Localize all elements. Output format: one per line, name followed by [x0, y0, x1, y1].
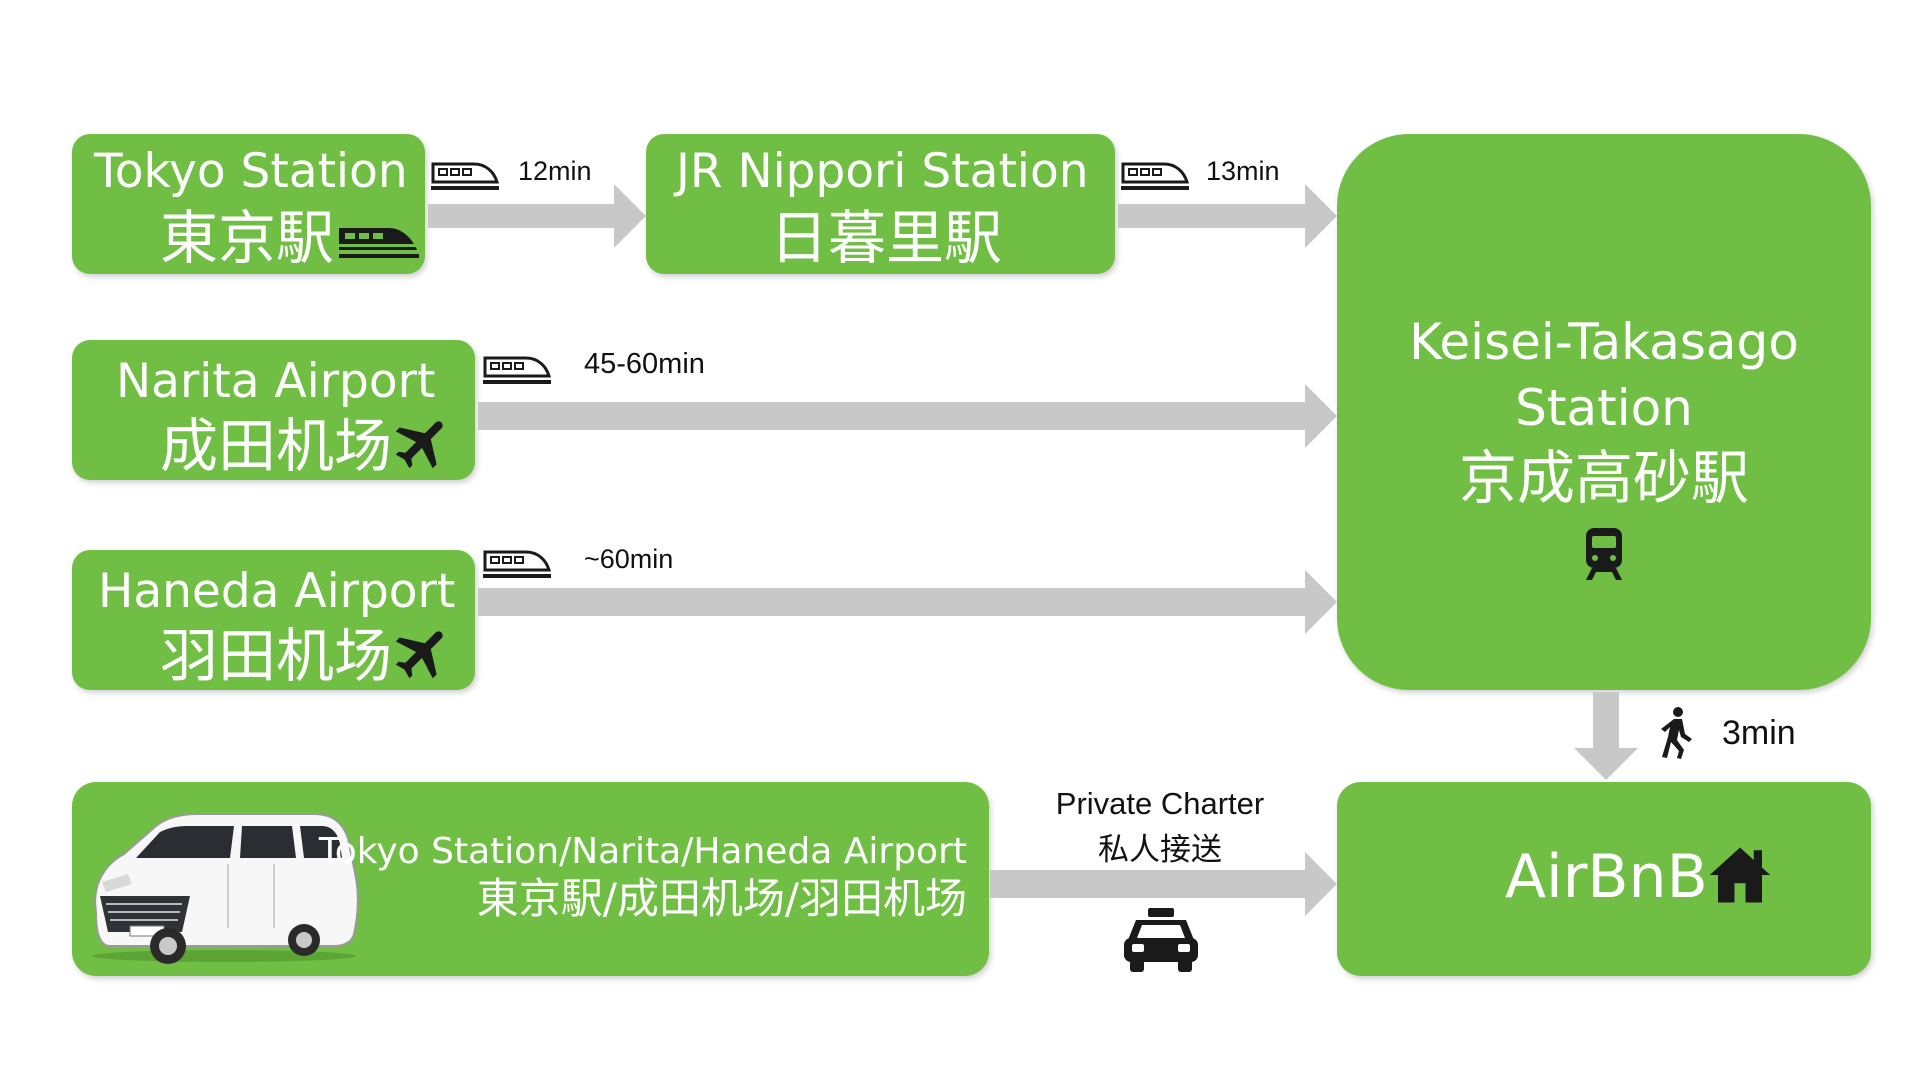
keisei-takasago-zh: 京成高砂駅 — [1458, 444, 1749, 512]
arrow-nippori-to-keisei — [1118, 184, 1337, 248]
haneda-airport-en: Haneda Airport — [98, 564, 456, 619]
train-icon — [1120, 156, 1190, 192]
narita-airport-en: Narita Airport — [116, 354, 436, 409]
airplane-icon — [390, 410, 456, 476]
private-charter-label-zh: 私人接送 — [1098, 832, 1222, 867]
nippori-station-box: JR Nippori Station 日暮里駅 — [646, 134, 1115, 274]
time-nippori-to-keisei: 13min — [1206, 156, 1280, 186]
airplane-icon — [390, 620, 456, 686]
keisei-takasago-en-line2: Station — [1515, 379, 1693, 437]
time-tokyo-to-nippori: 12min — [518, 156, 592, 186]
airbnb-box: AirBnB — [1337, 782, 1871, 976]
arrow-keisei-to-airbnb — [1574, 692, 1638, 780]
keisei-takasago-box: Keisei-Takasago Station 京成高砂駅 — [1337, 134, 1871, 690]
haneda-airport-zh: 羽田机场 — [160, 622, 393, 690]
train-icon — [482, 544, 552, 580]
nippori-station-en: JR Nippori Station — [676, 144, 1089, 199]
time-narita-to-keisei: 45-60min — [584, 348, 705, 380]
arrow-haneda-to-keisei — [478, 570, 1337, 634]
tokyo-station-box: Tokyo Station 東京駅 — [72, 134, 425, 274]
tokyo-station-zh: 東京駅 — [160, 204, 335, 272]
train-icon — [430, 156, 500, 192]
private-charter-label-en: Private Charter — [1055, 786, 1265, 821]
private-charter-box: Tokyo Station/Narita/Haneda Airport 東京駅/… — [72, 782, 989, 976]
keisei-takasago-en-line1: Keisei-Takasago — [1409, 313, 1799, 371]
arrow-charter-to-airbnb — [990, 852, 1337, 916]
walking-person-icon — [1656, 706, 1696, 760]
time-keisei-to-airbnb: 3min — [1722, 714, 1796, 752]
train-icon — [482, 350, 552, 386]
narita-airport-box: Narita Airport 成田机场 — [72, 340, 475, 480]
house-icon — [1707, 842, 1773, 908]
private-charter-en: Tokyo Station/Narita/Haneda Airport — [318, 831, 967, 872]
time-haneda-to-keisei: ~60min — [584, 544, 674, 574]
narita-airport-zh: 成田机场 — [160, 412, 393, 480]
nippori-station-zh: 日暮里駅 — [770, 204, 1003, 272]
arrow-tokyo-to-nippori — [428, 184, 646, 248]
taxi-icon — [1122, 906, 1200, 976]
arrow-narita-to-keisei — [478, 384, 1337, 448]
tokyo-station-en: Tokyo Station — [94, 144, 408, 199]
metro-train-icon — [1582, 526, 1626, 582]
bullet-train-icon — [337, 220, 419, 260]
haneda-airport-box: Haneda Airport 羽田机场 — [72, 550, 475, 690]
private-charter-zh: 東京駅/成田机场/羽田机场 — [476, 874, 967, 923]
minivan-image — [78, 804, 360, 964]
airbnb-label: AirBnB — [1505, 842, 1708, 912]
